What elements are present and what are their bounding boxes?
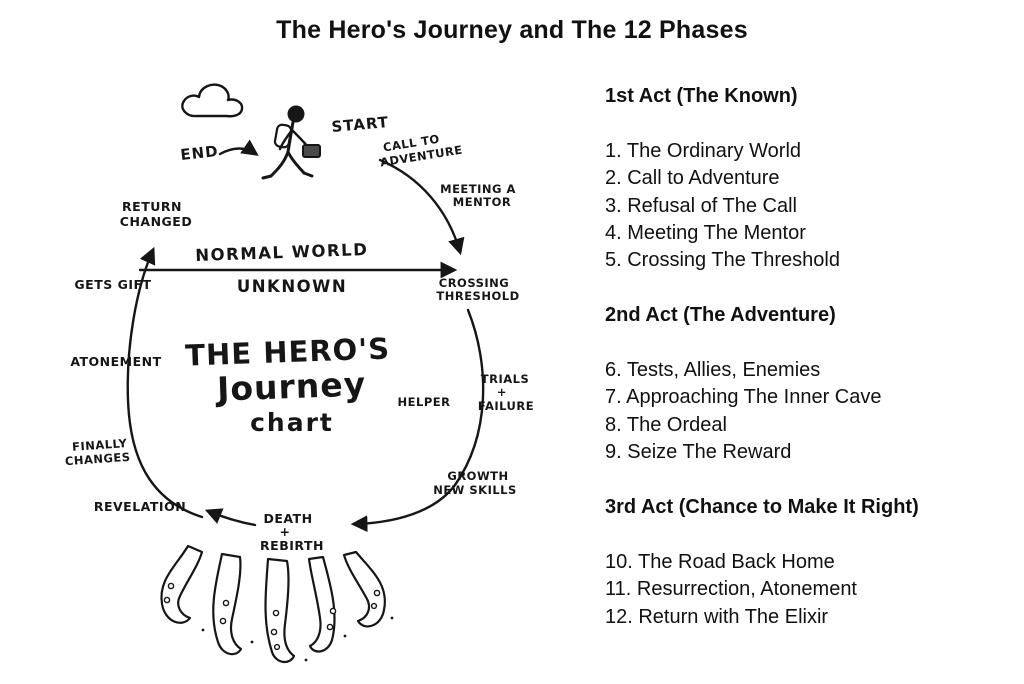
- act-heading: 3rd Act (Chance to Make It Right): [605, 496, 919, 519]
- walking-figure: [261, 105, 321, 180]
- label-finally-line2: CHANGES: [64, 450, 130, 469]
- phase-item: 3. Refusal of The Call: [605, 194, 797, 217]
- label-death-line3: REBIRTH: [260, 538, 324, 553]
- act-heading: 1st Act (The Known): [605, 85, 798, 107]
- phase-item: 5. Crossing The Threshold: [605, 249, 840, 272]
- label-normal-world: NORMAL WORLD: [195, 240, 369, 265]
- label-trials-line1: TRIALS: [481, 372, 530, 386]
- center-title-line3: chart: [250, 408, 334, 437]
- tentacles-drawing: [160, 544, 394, 663]
- phase-item: 1. The Ordinary World: [605, 139, 802, 162]
- center-title-line1: THE HERO'S: [185, 331, 391, 372]
- phase-item: 11. Resurrection, Atonement: [605, 578, 857, 601]
- cycle-arrows: [126, 139, 485, 533]
- arrow-right-descent: [350, 308, 485, 533]
- label-gets-gift: GETS GIFT: [74, 277, 151, 292]
- label-growth-line1: GROWTH: [447, 469, 508, 483]
- phase-item: 4. Meeting The Mentor: [605, 222, 806, 245]
- arrow-left-ascent: [126, 246, 204, 519]
- act-heading: 2nd Act (The Adventure): [605, 304, 836, 327]
- act-phase-list: 6. Tests, Allies, Enemies 7. Approaching…: [605, 357, 1015, 467]
- label-start: START: [331, 113, 390, 136]
- label-mentor-line2: MENTOR: [453, 195, 511, 209]
- label-unknown: UNKNOWN: [237, 277, 347, 296]
- phase-item: 9. Seize The Reward: [605, 441, 792, 464]
- label-trials-line3: FAILURE: [478, 399, 534, 413]
- briefcase-icon: [302, 144, 321, 158]
- cloud-icon: [181, 83, 244, 118]
- arrow-call-to-threshold: [378, 158, 465, 256]
- act-phase-list: 1. The Ordinary World 2. Call to Adventu…: [605, 138, 1015, 275]
- phase-item: 10. The Road Back Home: [605, 550, 835, 573]
- phase-item: 6. Tests, Allies, Enemies: [605, 359, 821, 382]
- act-section-2: 2nd Act (The Adventure) 6. Tests, Allies…: [605, 302, 1015, 466]
- label-return-line1: RETURN: [122, 199, 182, 214]
- label-death-line1: DEATH: [263, 511, 312, 526]
- page-title: The Hero's Journey and The 12 Phases: [276, 16, 748, 44]
- phases-panel: 1st Act (The Known) 1. The Ordinary Worl…: [605, 83, 1015, 631]
- label-crossing-line1: CROSSING: [439, 276, 509, 290]
- label-trials-line2: +: [497, 385, 507, 399]
- label-atonement: ATONEMENT: [70, 354, 161, 369]
- phase-item: 2. Call to Adventure: [605, 167, 780, 190]
- label-growth-line2: NEW SKILLS: [433, 483, 517, 497]
- hero-journey-diagram: END START CALL TO ADVENTURE MEETING A ME…: [64, 83, 534, 663]
- phase-item: 12. Return with The Elixir: [605, 605, 829, 628]
- label-mentor-line1: MEETING A: [440, 182, 516, 196]
- act-phase-list: 10. The Road Back Home 11. Resurrection,…: [605, 549, 1015, 631]
- label-crossing-line2: THRESHOLD: [436, 289, 519, 303]
- act-section-1: 1st Act (The Known) 1. The Ordinary Worl…: [605, 83, 1015, 275]
- label-return-line2: CHANGED: [120, 214, 192, 229]
- phase-item: 8. The Ordeal: [605, 413, 727, 436]
- label-end: END: [180, 142, 220, 164]
- label-finally-line1: FINALLY: [72, 436, 128, 454]
- arrow-death-to-revelation: [204, 508, 257, 527]
- label-revelation: REVELATION: [94, 499, 186, 514]
- center-title-line2: Journey: [214, 364, 366, 408]
- act-section-3: 3rd Act (Chance to Make It Right) 10. Th…: [605, 494, 1015, 631]
- label-helper: HELPER: [398, 395, 451, 409]
- phase-item: 7. Approaching The Inner Cave: [605, 386, 882, 409]
- arrow-end-to-start: [218, 139, 259, 156]
- label-death-line2: +: [280, 524, 291, 539]
